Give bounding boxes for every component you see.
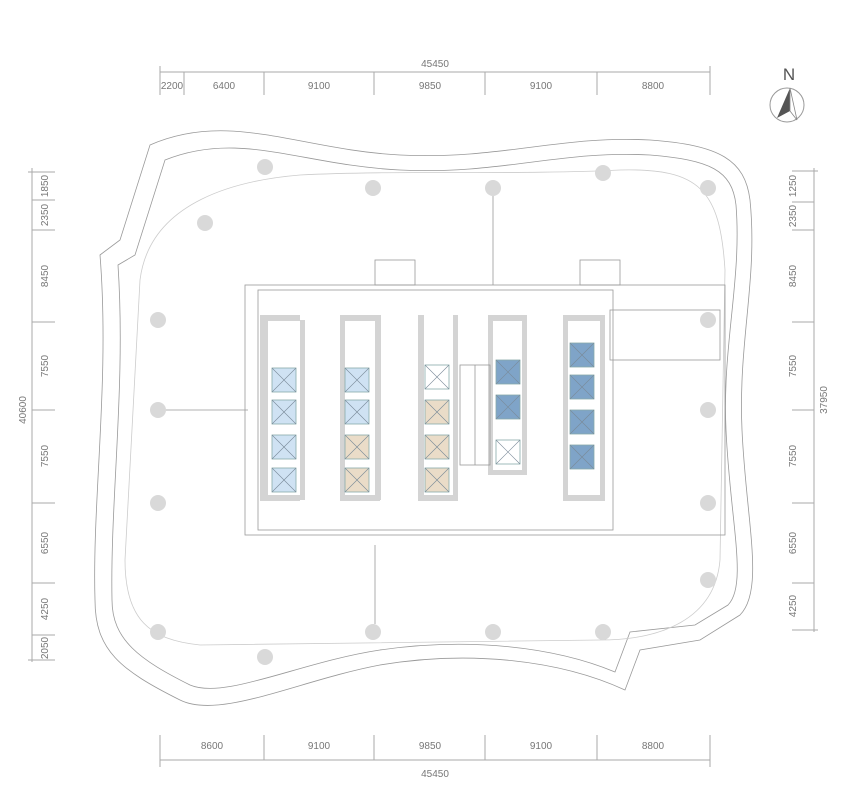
dim-label: 4250 — [40, 597, 51, 620]
dimension-bottom: 8600 9100 9850 9100 8800 45450 — [159, 735, 711, 780]
elevator-cross-icon — [344, 467, 370, 493]
elevator-cross-icon — [495, 359, 521, 385]
dim-label: 9100 — [530, 741, 553, 752]
column — [257, 649, 273, 665]
dimension-left: 40600 1850 2350 8450 7550 7550 6550 4250… — [18, 168, 55, 662]
facade — [94, 130, 754, 706]
partitions — [166, 196, 726, 624]
column — [150, 312, 166, 328]
column — [595, 624, 611, 640]
elevator-cross-icon — [344, 434, 370, 460]
dim-bottom-total: 45450 — [421, 769, 449, 780]
column — [485, 180, 501, 196]
elevator-cross-icon — [344, 367, 370, 393]
structural-columns — [150, 159, 716, 665]
north-arrow-icon — [777, 88, 790, 118]
dimension-top: 45450 2200 6400 9100 9850 9100 8800 — [159, 59, 711, 95]
elevator-cross-icon — [271, 367, 297, 393]
column — [485, 624, 501, 640]
column — [700, 180, 716, 196]
dim-label: 9850 — [419, 81, 442, 92]
column — [257, 159, 273, 175]
column — [700, 572, 716, 588]
column — [700, 495, 716, 511]
dim-label: 1850 — [40, 174, 51, 197]
column — [700, 312, 716, 328]
dim-left-total: 40600 — [18, 396, 29, 424]
column — [595, 165, 611, 181]
dim-label: 6550 — [40, 531, 51, 554]
column — [150, 402, 166, 418]
dim-label: 8600 — [201, 741, 224, 752]
dim-label: 2350 — [788, 204, 799, 227]
dim-label: 7550 — [788, 354, 799, 377]
elevator-cross-icon — [424, 434, 450, 460]
dim-label: 8800 — [642, 741, 665, 752]
elevator-cross-icon — [424, 399, 450, 425]
elevator-cross-icon — [569, 342, 595, 368]
elevator-cross-icon — [271, 399, 297, 425]
dimension-right: 37950 1250 2350 8450 7550 7550 6550 4250 — [788, 168, 830, 632]
dim-top-total: 45450 — [421, 59, 449, 70]
dim-label: 2350 — [40, 203, 51, 226]
dim-label: 2200 — [161, 81, 184, 92]
dim-label: 7550 — [40, 444, 51, 467]
dim-label: 2050 — [40, 636, 51, 659]
dim-label: 6400 — [213, 81, 236, 92]
column — [197, 215, 213, 231]
dim-label: 8450 — [40, 264, 51, 287]
dim-label: 9100 — [308, 81, 331, 92]
dim-label: 9100 — [308, 741, 331, 752]
column — [365, 180, 381, 196]
elevator-cross-icon — [569, 444, 595, 470]
elevator-cross-icon — [344, 399, 370, 425]
column — [365, 624, 381, 640]
elevator-cross-icon — [495, 394, 521, 420]
elevator-cross-icon — [271, 434, 297, 460]
dim-label: 8450 — [788, 264, 799, 287]
north-label: N — [783, 65, 795, 84]
elevators — [271, 342, 595, 493]
building-core — [260, 315, 605, 501]
dim-label: 6550 — [788, 531, 799, 554]
dim-label: 9850 — [419, 741, 442, 752]
dim-label: 1250 — [788, 174, 799, 197]
dim-label: 7550 — [40, 354, 51, 377]
elevator-cross-icon — [495, 439, 521, 465]
elevator-cross-icon — [569, 409, 595, 435]
elevator-cross-icon — [271, 467, 297, 493]
elevator-cross-icon — [569, 374, 595, 400]
column — [150, 624, 166, 640]
dim-right-total: 37950 — [819, 386, 830, 414]
column — [150, 495, 166, 511]
stair — [459, 364, 491, 466]
dim-label: 8800 — [642, 81, 665, 92]
dim-label: 9100 — [530, 81, 553, 92]
elevator-cross-icon — [424, 467, 450, 493]
north-arrow: N — [769, 65, 805, 123]
dim-label: 7550 — [788, 444, 799, 467]
dim-label: 4250 — [788, 594, 799, 617]
elevator-cross-icon — [424, 364, 450, 390]
column — [700, 402, 716, 418]
